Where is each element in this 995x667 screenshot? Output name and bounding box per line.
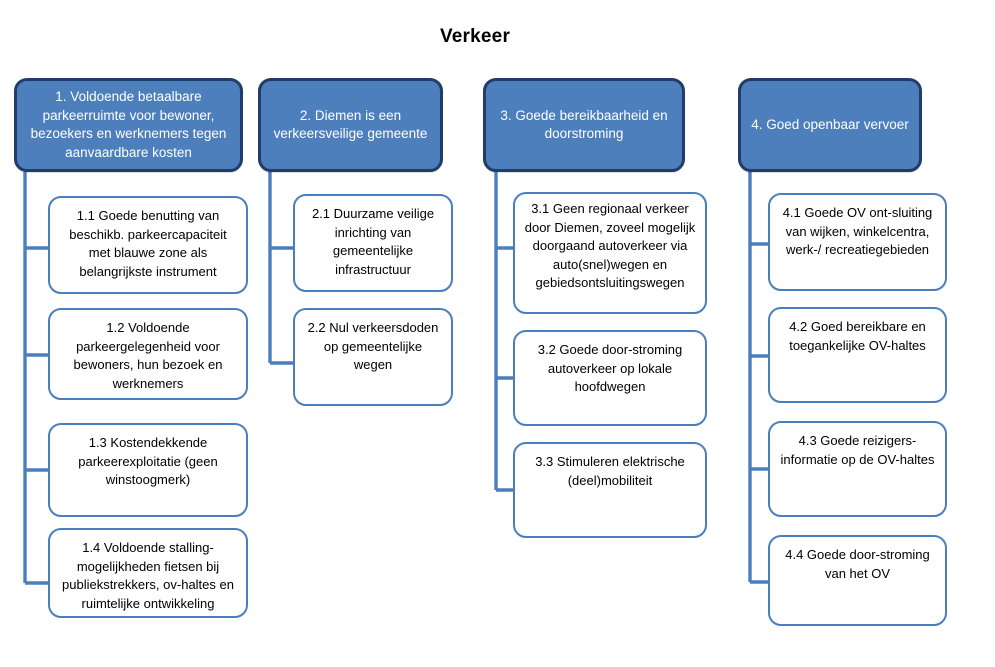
sub-box-3-2-label: 3.2 Goede door-stroming autoverkeer op l… bbox=[537, 342, 683, 394]
sub-box-2-1[interactable]: 2.1 Duurzame veilige inrichting van geme… bbox=[293, 194, 453, 292]
sub-box-3-1-label: 3.1 Geen regionaal verkeer door Diemen, … bbox=[524, 201, 696, 290]
sub-box-1-2[interactable]: 1.2 Voldoende parkeergelegenheid voor be… bbox=[48, 308, 248, 400]
header-box-4[interactable]: 4. Goed openbaar vervoer bbox=[738, 78, 922, 172]
sub-box-4-2-label: 4.2 Goed bereikbare en toegankelijke OV-… bbox=[789, 319, 926, 353]
sub-box-1-3-label: 1.3 Kostendekkende parkeerexploitatie (g… bbox=[78, 435, 218, 487]
sub-box-4-2[interactable]: 4.2 Goed bereikbare en toegankelijke OV-… bbox=[768, 307, 947, 403]
sub-box-3-2[interactable]: 3.2 Goede door-stroming autoverkeer op l… bbox=[513, 330, 707, 426]
sub-box-3-1[interactable]: 3.1 Geen regionaal verkeer door Diemen, … bbox=[513, 192, 707, 314]
sub-box-3-3-label: 3.3 Stimuleren elektrische (deel)mobilit… bbox=[535, 454, 685, 488]
sub-box-4-3[interactable]: 4.3 Goede reizigers-informatie op de OV-… bbox=[768, 421, 947, 517]
sub-box-1-4-label: 1.4 Voldoende stalling-mogelijkheden fie… bbox=[62, 540, 234, 611]
sub-box-4-1-label: 4.1 Goede OV ont-sluiting van wijken, wi… bbox=[782, 205, 933, 257]
header-box-1[interactable]: 1. Voldoende betaalbare parkeerruimte vo… bbox=[14, 78, 243, 172]
sub-box-4-4-label: 4.4 Goede door-stroming van het OV bbox=[785, 547, 930, 581]
sub-box-1-1-label: 1.1 Goede benutting van beschikb. parkee… bbox=[69, 208, 227, 279]
sub-box-1-2-label: 1.2 Voldoende parkeergelegenheid voor be… bbox=[73, 320, 223, 391]
header-box-2-label: 2. Diemen is een verkeersveilige gemeent… bbox=[273, 107, 428, 142]
header-box-1-label: 1. Voldoende betaalbare parkeerruimte vo… bbox=[30, 89, 227, 160]
header-box-2[interactable]: 2. Diemen is een verkeersveilige gemeent… bbox=[258, 78, 443, 172]
header-box-3-label: 3. Goede bereikbaarheid en doorstroming bbox=[500, 107, 668, 142]
header-box-3[interactable]: 3. Goede bereikbaarheid en doorstroming bbox=[483, 78, 685, 172]
sub-box-2-2[interactable]: 2.2 Nul verkeersdoden op gemeentelijke w… bbox=[293, 308, 453, 406]
sub-box-2-1-label: 2.1 Duurzame veilige inrichting van geme… bbox=[311, 206, 435, 277]
sub-box-4-1[interactable]: 4.1 Goede OV ont-sluiting van wijken, wi… bbox=[768, 193, 947, 291]
sub-box-4-4[interactable]: 4.4 Goede door-stroming van het OV bbox=[768, 535, 947, 626]
page-title: Verkeer bbox=[439, 26, 511, 47]
sub-box-3-3[interactable]: 3.3 Stimuleren elektrische (deel)mobilit… bbox=[513, 442, 707, 538]
sub-box-4-3-label: 4.3 Goede reizigers-informatie op de OV-… bbox=[780, 433, 935, 467]
sub-box-1-3[interactable]: 1.3 Kostendekkende parkeerexploitatie (g… bbox=[48, 423, 248, 517]
sub-box-2-2-label: 2.2 Nul verkeersdoden op gemeentelijke w… bbox=[307, 320, 439, 372]
sub-box-1-4[interactable]: 1.4 Voldoende stalling-mogelijkheden fie… bbox=[48, 528, 248, 618]
sub-box-1-1[interactable]: 1.1 Goede benutting van beschikb. parkee… bbox=[48, 196, 248, 294]
header-box-4-label: 4. Goed openbaar vervoer bbox=[751, 116, 909, 132]
